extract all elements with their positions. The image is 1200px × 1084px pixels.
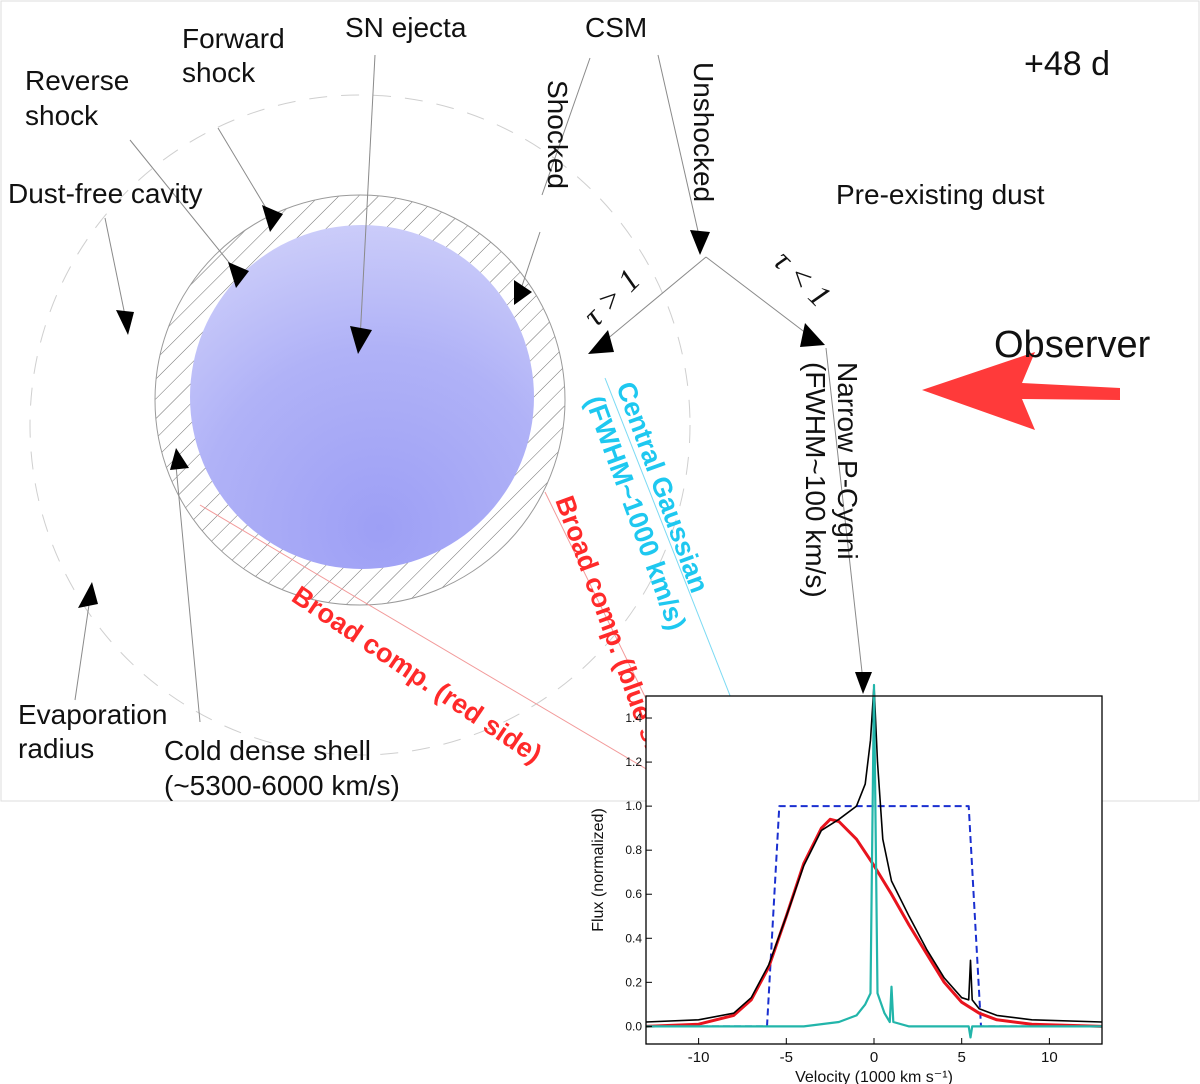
evaporation-label-2: radius <box>18 733 94 764</box>
spectrum-chart: -10 -5 0 5 10 0.0 0.2 0.4 0.6 0.8 1.0 1.2 1.4 Veloci… <box>590 683 1103 1084</box>
narrow-pcygni-label-2: (FWHM~100 km/s) <box>800 362 831 598</box>
arrowhead-narrow-pcygni <box>855 672 872 694</box>
forward-shock-label-2: shock <box>182 57 256 88</box>
y-tick-label: 0.0 <box>625 1019 642 1033</box>
unshocked-label: Unshocked <box>688 62 719 202</box>
epoch-label: +48 d <box>1024 45 1110 83</box>
x-tick-label: 5 <box>958 1049 966 1066</box>
diagram-frame <box>0 0 1200 802</box>
chart-ticks: -10 -5 0 5 10 0.0 0.2 0.4 0.6 0.8 1.0 1.2 1.4 <box>625 711 1057 1066</box>
evaporation-label-1: Evaporation <box>18 699 167 730</box>
arrowhead-evaporation <box>78 582 98 608</box>
evaporation-radius-circle <box>29 94 691 756</box>
forward-shock-label-1: Forward <box>182 23 285 54</box>
cds-label-1: Cold dense shell <box>164 735 371 766</box>
arrowhead-shocked <box>514 280 532 305</box>
arrowhead-tau-thick <box>588 330 614 354</box>
arrowhead-forward-shock <box>262 205 283 232</box>
shocked-label: Shocked <box>542 80 573 189</box>
reverse-shock-label-1: Reverse <box>25 65 129 96</box>
arrowhead-cds <box>170 448 189 470</box>
csm-label: CSM <box>585 12 647 43</box>
cds-label-2: (~5300-6000 km/s) <box>164 770 400 801</box>
observer-label: Observer <box>994 324 1151 366</box>
reverse-shock-label-2: shock <box>25 100 99 131</box>
pre-existing-dust-label: Pre-existing dust <box>836 179 1045 210</box>
pointer-lines <box>74 54 863 723</box>
y-tick-label: 0.8 <box>625 843 642 857</box>
y-tick-label: 1.0 <box>625 799 642 813</box>
x-tick-label: 0 <box>870 1049 878 1066</box>
observer-arrow <box>922 352 1120 430</box>
x-tick-label: 10 <box>1041 1049 1058 1066</box>
y-tick-label: 1.2 <box>625 755 642 769</box>
chart-x-axis-label: Velocity (1000 km s⁻¹) <box>795 1069 953 1084</box>
sn-ejecta-sphere <box>190 225 534 569</box>
chart-series <box>645 683 1103 1039</box>
narrow-pcygni-label-1: Narrow P-Cygni <box>832 362 863 560</box>
y-tick-label: 0.2 <box>625 975 642 989</box>
arrowhead-sn-ejecta <box>350 326 372 354</box>
y-tick-label: 1.4 <box>625 711 642 725</box>
y-tick-label: 0.4 <box>625 931 642 945</box>
series-line-residual <box>646 683 1102 1039</box>
sn-ejecta-label: SN ejecta <box>345 12 467 43</box>
series-line-observed <box>645 684 1103 1023</box>
dust-free-cavity-label: Dust-free cavity <box>8 178 203 209</box>
arrowhead-reverse-shock <box>228 262 249 288</box>
arrowheads <box>78 205 872 694</box>
x-tick-label: -5 <box>780 1049 793 1066</box>
tau-thick-label: τ > 1 <box>575 261 646 332</box>
arrowhead-tau-thin <box>800 323 825 347</box>
arrowhead-unshocked <box>690 230 710 255</box>
chart-y-axis-label: Flux (normalized) <box>590 808 607 932</box>
x-tick-label: -10 <box>688 1049 710 1066</box>
tau-thin-label: τ < 1 <box>767 242 838 313</box>
y-tick-label: 0.6 <box>625 887 642 901</box>
arrowhead-dust-cavity <box>116 310 134 335</box>
series-line-broad-fit <box>645 817 1103 1028</box>
